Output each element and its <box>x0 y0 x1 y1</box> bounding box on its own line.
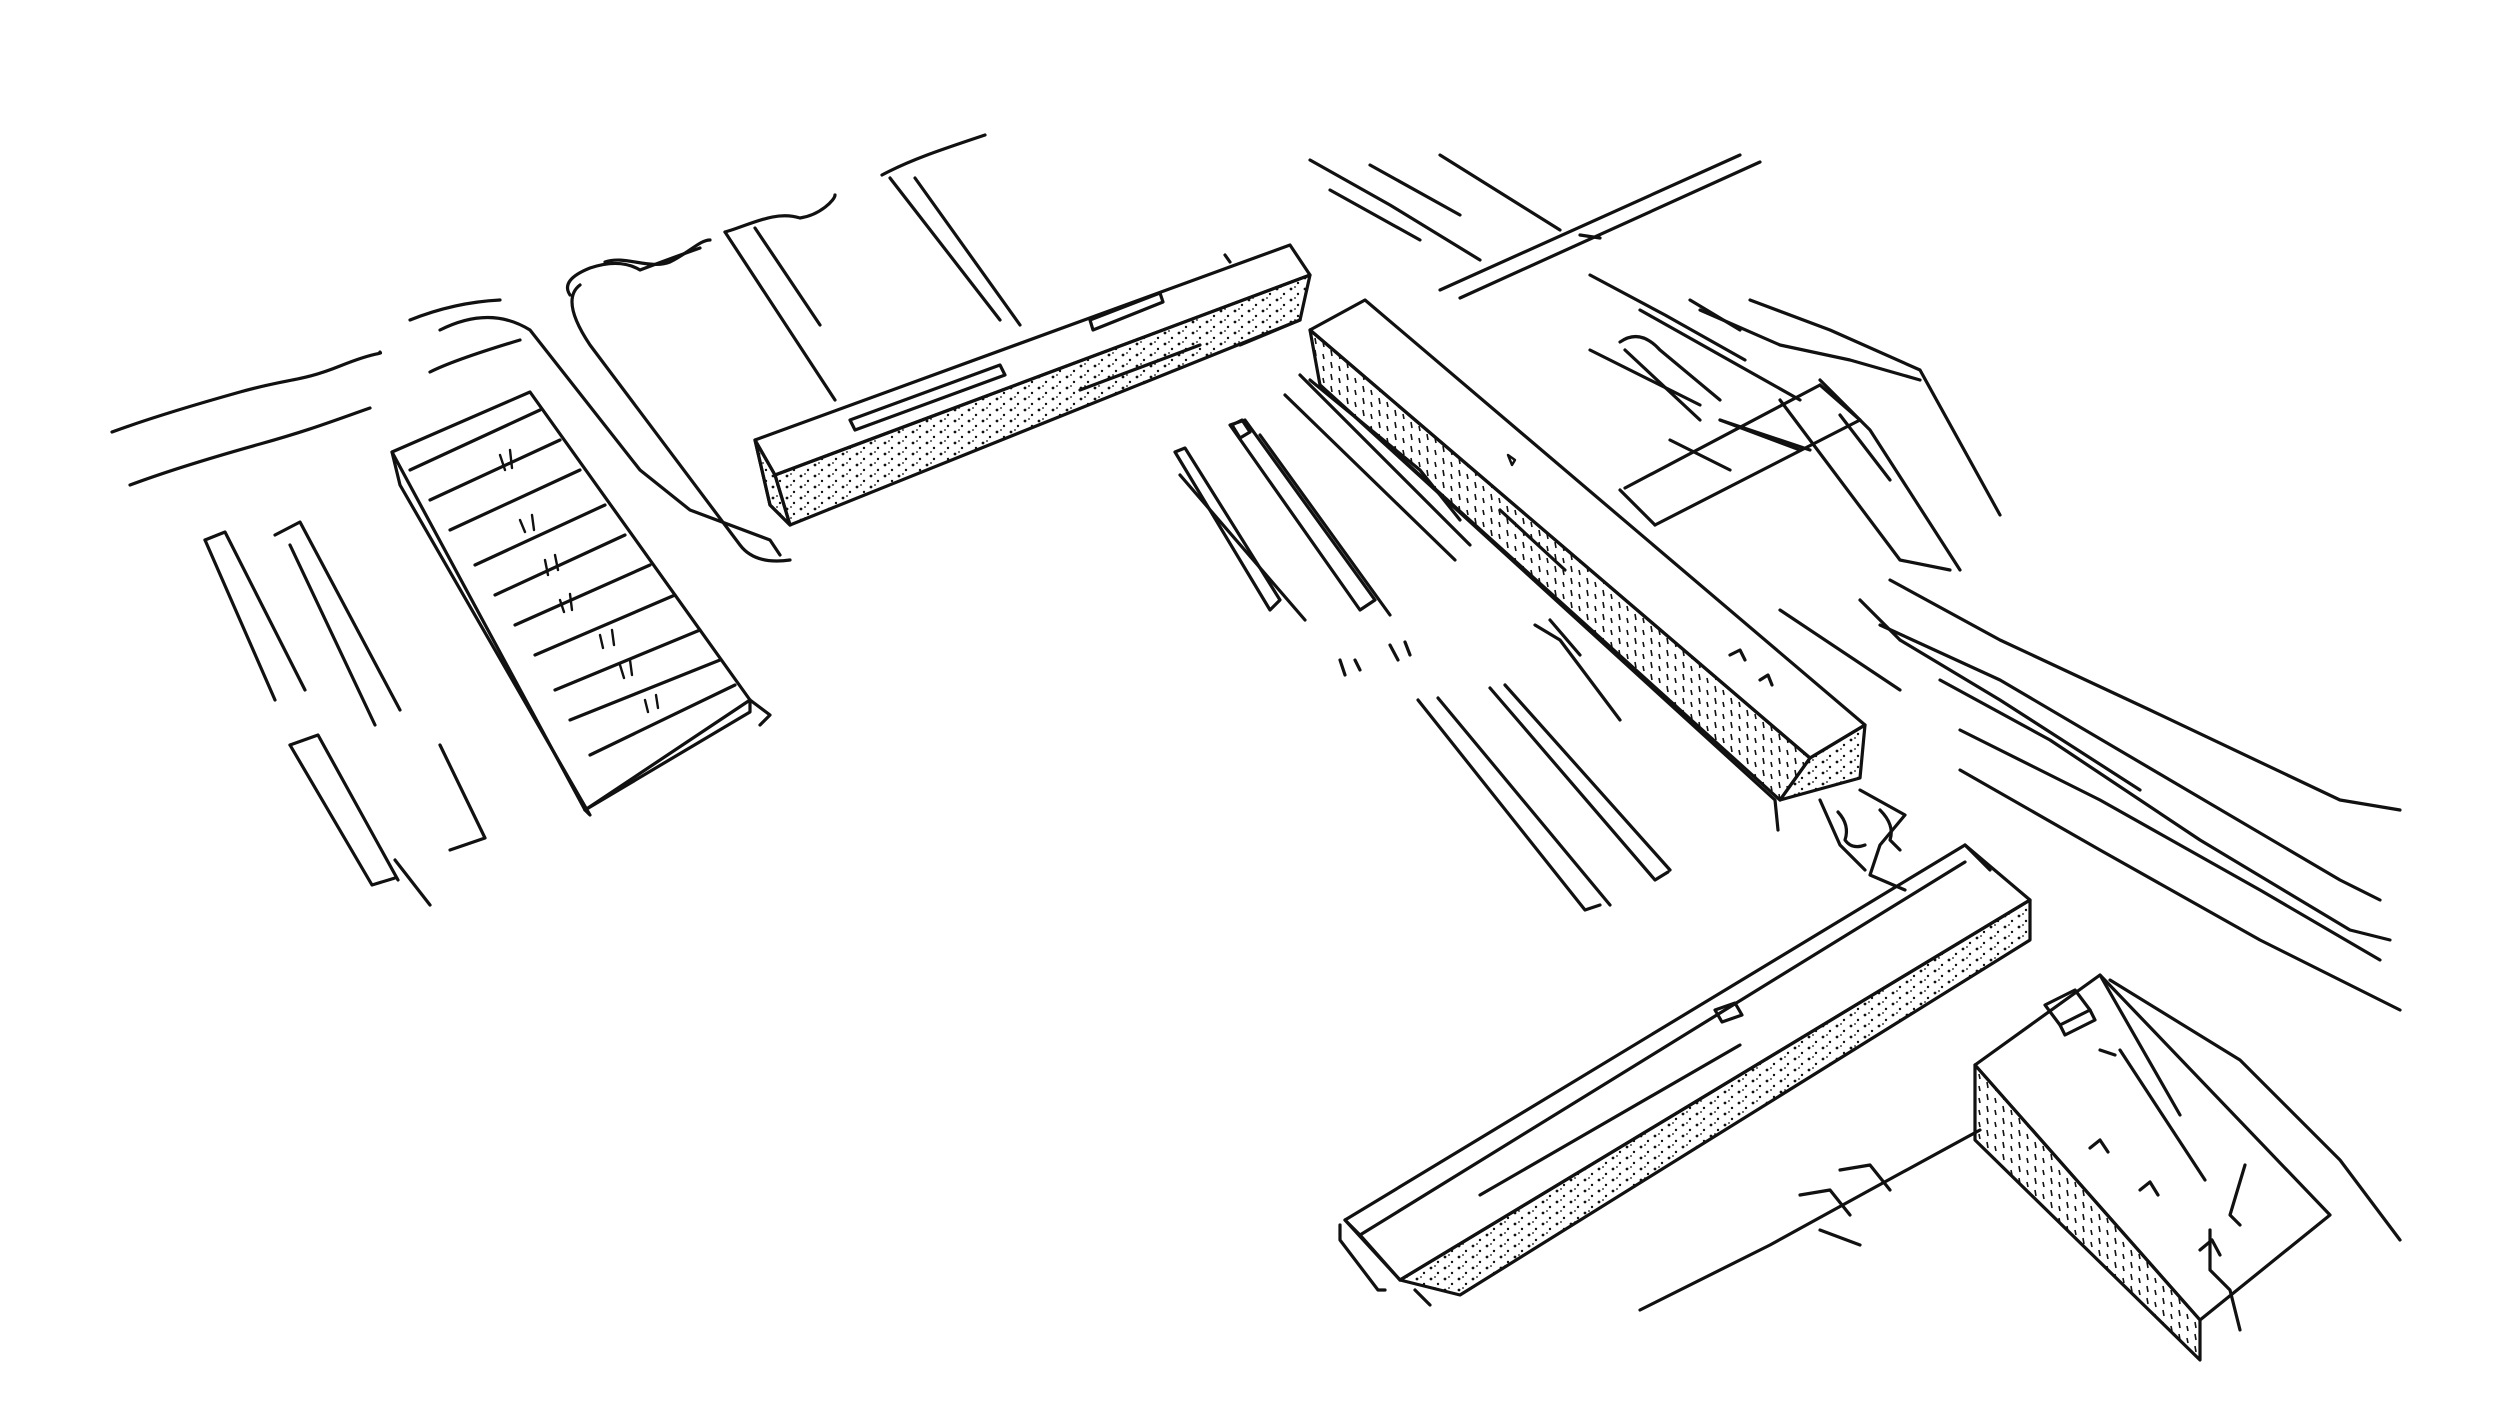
building-bottom-bar <box>1338 788 2032 1307</box>
road-right <box>1588 298 2402 1012</box>
road-left-upper <box>110 298 522 487</box>
building-top-bar <box>753 243 1312 527</box>
center-strips <box>1173 373 1672 912</box>
building-right-diagonal <box>1308 298 1867 832</box>
road-top-right <box>1308 153 1802 402</box>
road-bottom <box>1638 1128 1982 1312</box>
building-left <box>390 390 772 817</box>
block-outlines-top <box>438 133 1022 563</box>
road-left-verticals <box>203 520 487 907</box>
building-bottom-right <box>1973 973 2402 1362</box>
